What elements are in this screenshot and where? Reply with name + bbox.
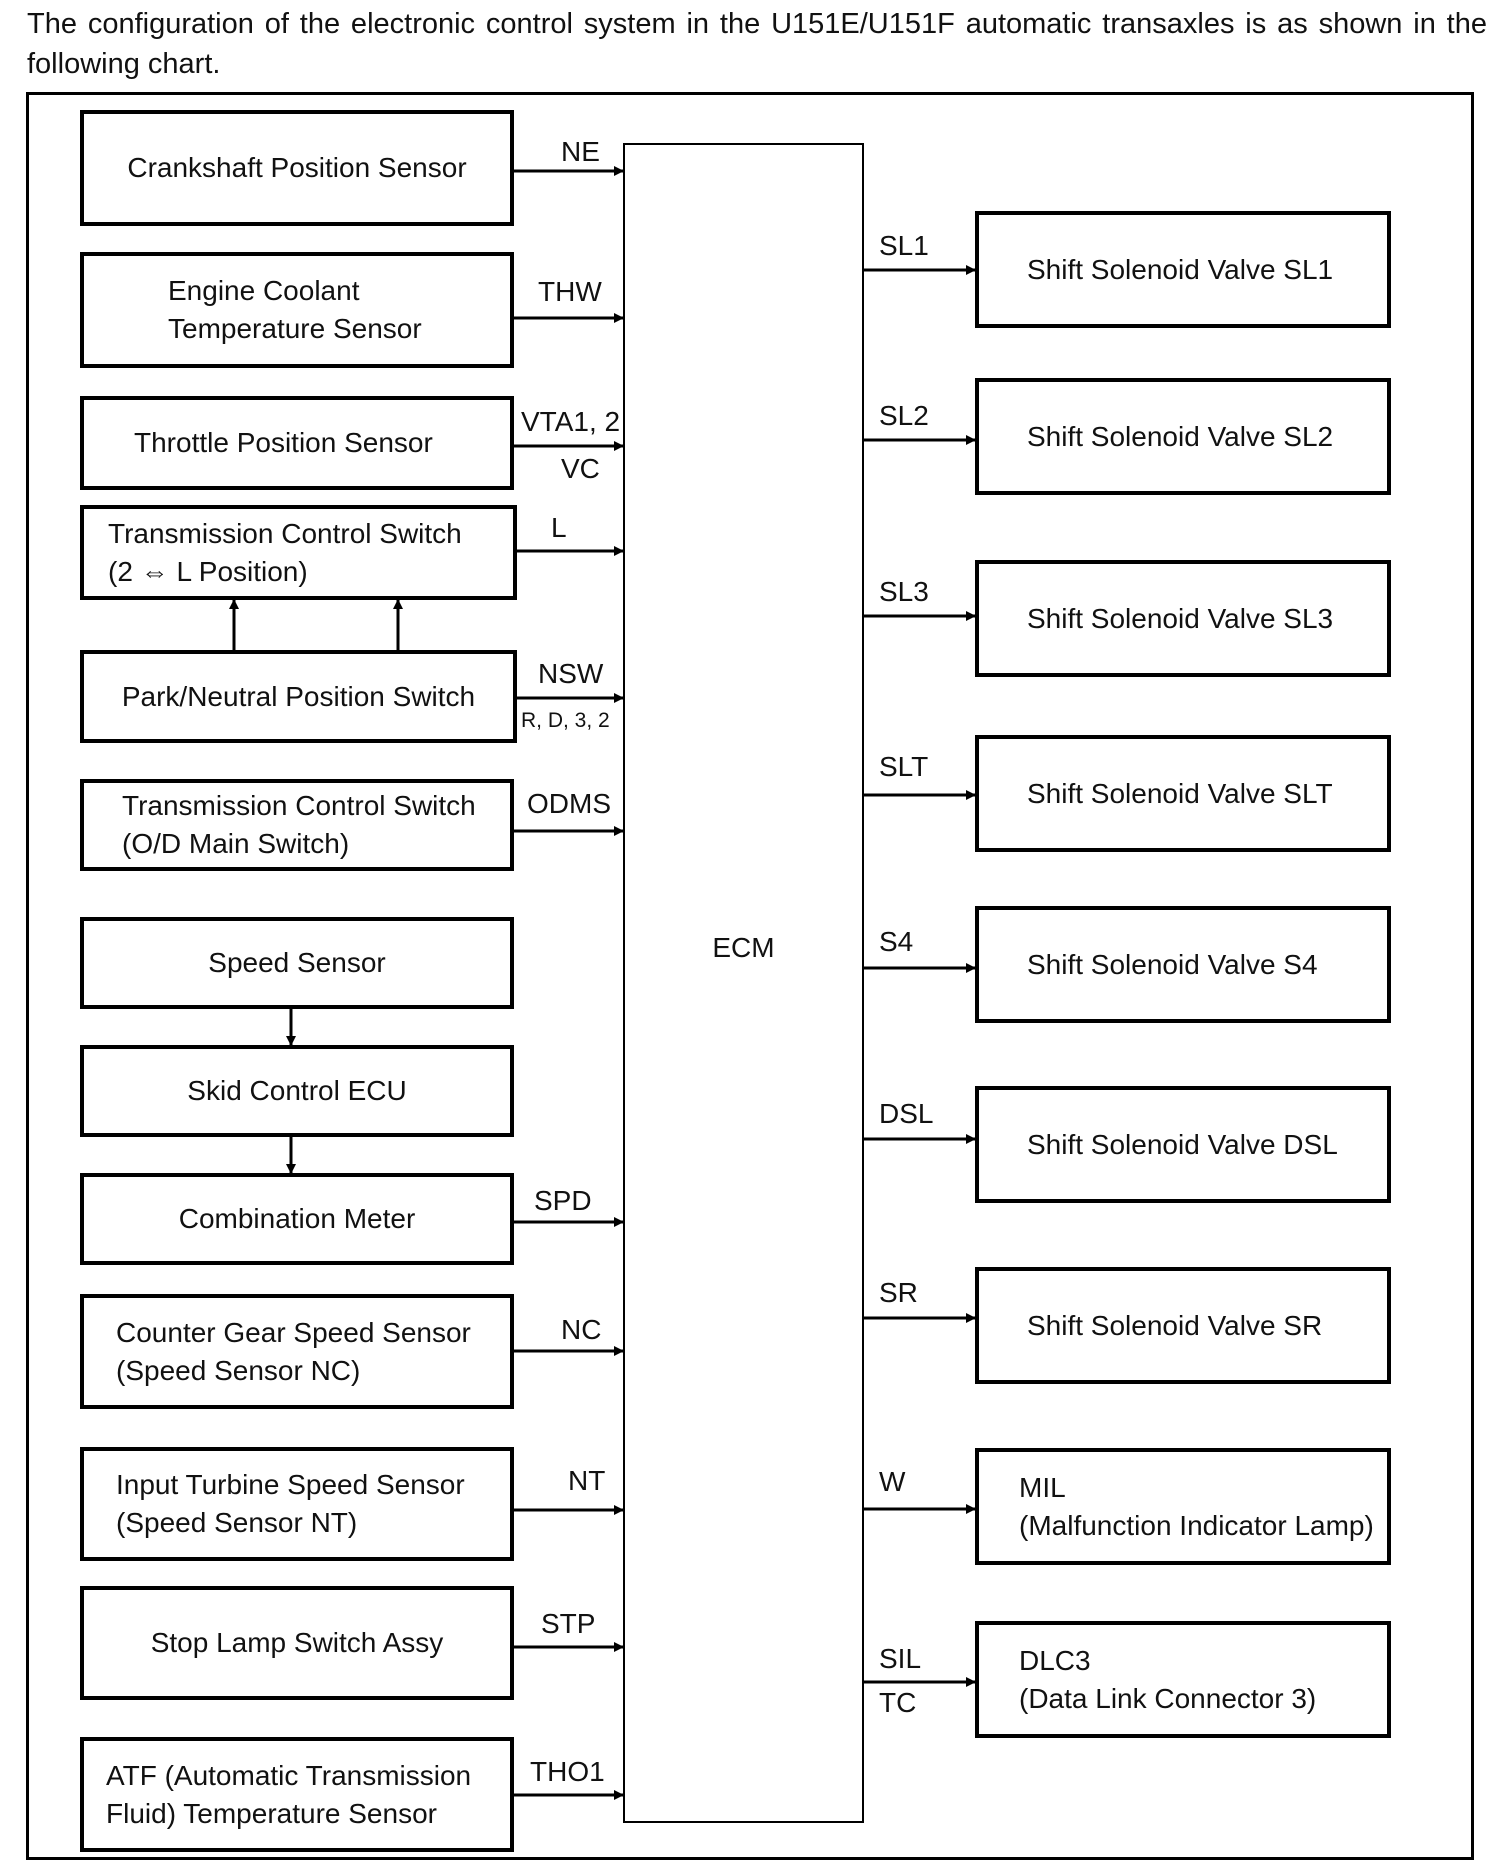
output-box-mil-malfunction-indicator-lamp: MIL (Malfunction Indicator Lamp) [975, 1448, 1391, 1565]
output-signal-dsl: DSL [879, 1098, 934, 1129]
output-box-label: Shift Solenoid Valve SLT [1027, 777, 1333, 809]
output-signal-sil: SIL [879, 1643, 922, 1674]
output-box-label: Shift Solenoid Valve S4 [1027, 948, 1318, 980]
output-signal-slt: SLT [879, 751, 929, 782]
input-box-skid-control-ecu: Skid Control ECU [80, 1045, 514, 1137]
input-box-park-neutral-position-switch: Park/Neutral Position Switch [80, 650, 517, 743]
input-signal-vc: VC [561, 453, 600, 484]
output-box-shift-solenoid-valve-dsl: Shift Solenoid Valve DSL [975, 1086, 1391, 1203]
input-signal-odms: ODMS [527, 788, 611, 819]
input-box-speed-sensor: Speed Sensor [80, 917, 514, 1009]
input-signal-thw: THW [538, 276, 602, 307]
input-signal-stp: STP [541, 1608, 596, 1639]
input-box-transmission-control-switch-2-l-position: Transmission Control Switch (2 ⇔ L Positi… [80, 505, 517, 600]
input-box-label: Speed Sensor [208, 947, 386, 978]
input-signal-spd: SPD [534, 1185, 592, 1216]
ecm-label: ECM [712, 932, 775, 963]
input-box-label: Combination Meter [178, 1203, 416, 1234]
input-box-label: Park/Neutral Position Switch [121, 680, 476, 712]
input-signal-nsw: NSW [538, 658, 604, 689]
input-box-label: Crankshaft Position Sensor [127, 152, 467, 183]
output-box-shift-solenoid-valve-s4: Shift Solenoid Valve S4 [975, 906, 1391, 1023]
input-box-label: Temperature Sensor [168, 313, 422, 344]
output-signal-sl1: SL1 [879, 230, 929, 261]
input-box-combination-meter: Combination Meter [80, 1173, 514, 1265]
input-box-label: (Speed Sensor NC) [116, 1354, 361, 1386]
input-signal-nt: NT [568, 1465, 606, 1496]
input-signal-ne: NE [561, 136, 600, 167]
output-box-label: (Data Link Connector 3) [1019, 1682, 1317, 1714]
input-signal-r-d-3-2: R, D, 3, 2 [521, 709, 610, 732]
input-box-label: Throttle Position Sensor [134, 427, 433, 458]
output-signal-s4: S4 [879, 926, 914, 957]
output-box-label: DLC3 [1019, 1644, 1091, 1676]
input-box-label: Stop Lamp Switch Assy [150, 1627, 444, 1658]
input-signal-vta1-2: VTA1, 2 [521, 406, 621, 437]
output-signal-w: W [879, 1466, 906, 1497]
output-signal-tc: TC [879, 1687, 917, 1718]
output-box-dlc3-data-link-connector-3: DLC3 (Data Link Connector 3) [975, 1621, 1391, 1738]
input-box-input-turbine-speed-sensor-speed-sensor-nt: Input Turbine Speed Sensor (Speed Sensor … [80, 1447, 514, 1561]
output-box-shift-solenoid-valve-sl1: Shift Solenoid Valve SL1 [975, 211, 1391, 328]
input-box-transmission-control-switch-o-d-main-switch: Transmission Control Switch (O/D Main Swi… [80, 779, 514, 871]
input-box-label: Fluid) Temperature Sensor [106, 1797, 437, 1829]
output-box-label: Shift Solenoid Valve SR [1027, 1309, 1323, 1341]
ecm-box: ECM [623, 143, 864, 1823]
output-box-label: MIL [1019, 1471, 1066, 1503]
input-box-crankshaft-position-sensor: Crankshaft Position Sensor [80, 110, 514, 226]
input-box-throttle-position-sensor: Throttle Position Sensor [80, 396, 514, 490]
output-box-shift-solenoid-valve-sl3: Shift Solenoid Valve SL3 [975, 560, 1391, 677]
input-box-label: (Speed Sensor NT) [116, 1507, 358, 1538]
output-box-label: (Malfunction Indicator Lamp) [1019, 1509, 1374, 1541]
input-box-counter-gear-speed-sensor-speed-sensor-nc: Counter Gear Speed Sensor (Speed Sensor N… [80, 1294, 514, 1409]
input-box-label: ATF (Automatic Transmission [106, 1759, 472, 1791]
output-box-label: Shift Solenoid Valve SL3 [1027, 602, 1334, 634]
input-box-label: Transmission Control Switch [108, 517, 462, 549]
output-signal-sl3: SL3 [879, 576, 929, 607]
intro-text: The configuration of the electronic cont… [27, 8, 1487, 80]
output-box-shift-solenoid-valve-slt: Shift Solenoid Valve SLT [975, 735, 1391, 852]
output-box-label: Shift Solenoid Valve DSL [1027, 1128, 1338, 1160]
output-box-shift-solenoid-valve-sr: Shift Solenoid Valve SR [975, 1267, 1391, 1384]
output-box-label: Shift Solenoid Valve SL2 [1027, 420, 1334, 452]
input-box-stop-lamp-switch-assy: Stop Lamp Switch Assy [80, 1586, 514, 1700]
input-box-label: Skid Control ECU [187, 1075, 407, 1106]
input-box-label: (2 ⇔ L Position) [108, 555, 308, 587]
input-signal-tho1: THO1 [530, 1756, 605, 1787]
input-box-label: Transmission Control Switch [122, 790, 476, 821]
output-box-label: Shift Solenoid Valve SL1 [1027, 253, 1334, 285]
input-box-label: (O/D Main Switch) [122, 828, 350, 859]
diagram-frame [26, 92, 1474, 1860]
input-box-label: Input Turbine Speed Sensor [116, 1469, 465, 1500]
output-signal-sr: SR [879, 1277, 918, 1308]
input-signal-nc: NC [561, 1314, 602, 1345]
input-box-label: Counter Gear Speed Sensor [116, 1316, 471, 1348]
output-signal-sl2: SL2 [879, 400, 929, 431]
input-signal-l: L [551, 512, 567, 543]
output-box-shift-solenoid-valve-sl2: Shift Solenoid Valve SL2 [975, 378, 1391, 495]
input-box-label: Engine Coolant [168, 275, 360, 306]
